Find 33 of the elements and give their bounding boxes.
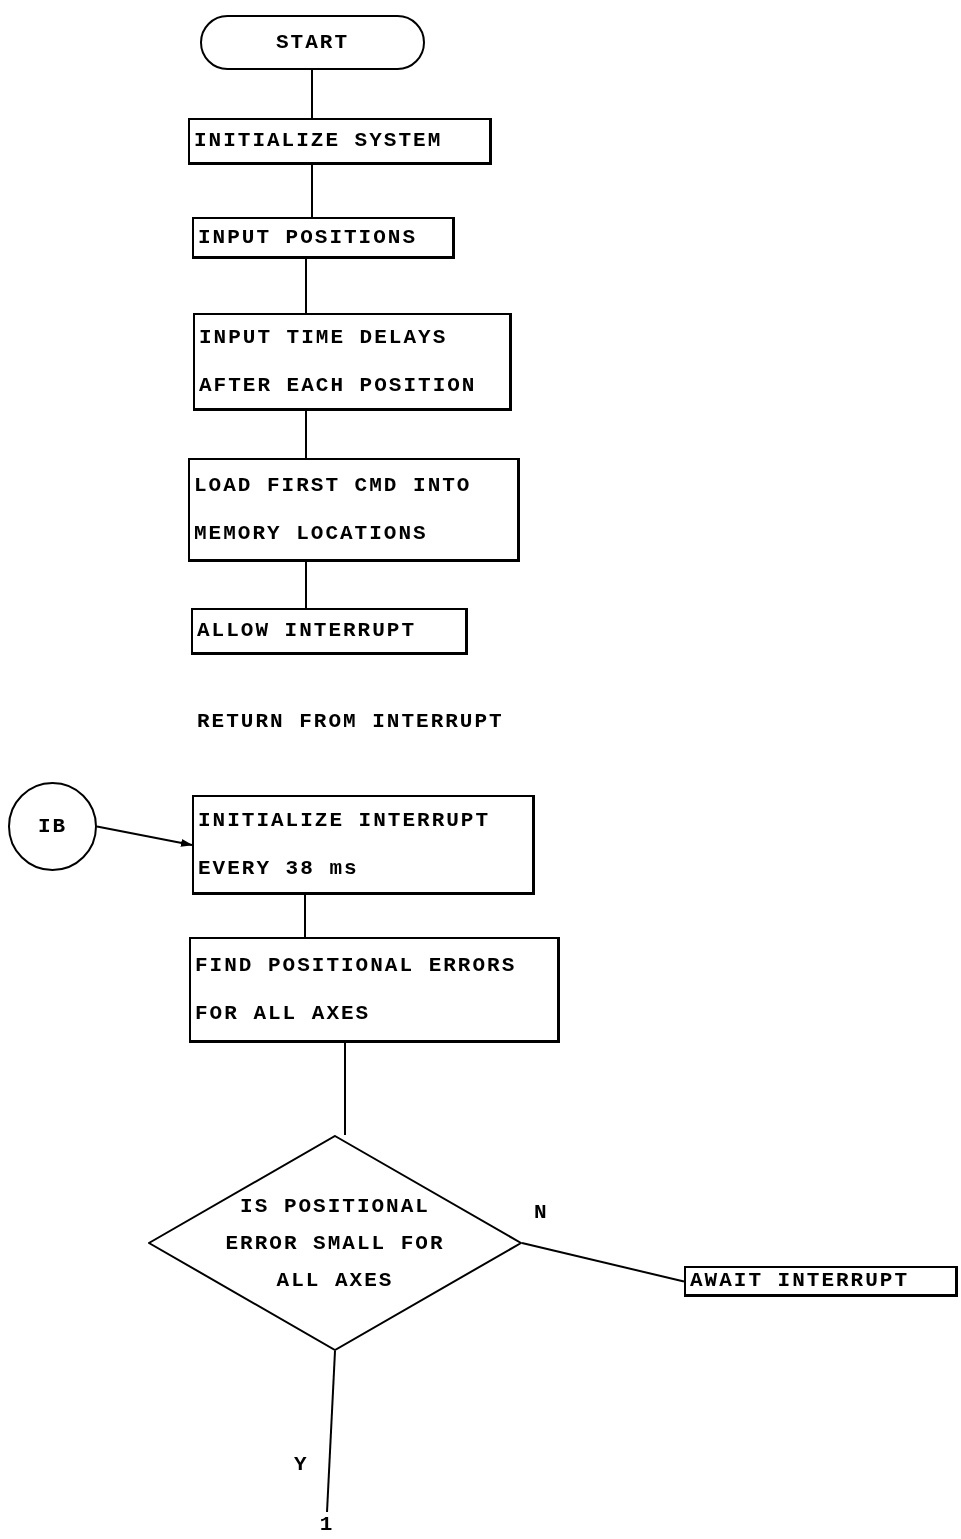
connector-line [96, 825, 193, 847]
connector-line [344, 1042, 346, 1136]
process-box [188, 118, 492, 165]
process-box [191, 608, 468, 655]
node-text: INITIALIZE SYSTEM [194, 128, 444, 154]
process-box [188, 458, 520, 562]
process-box [189, 937, 560, 1043]
process-box [192, 795, 535, 895]
node-text: LOAD FIRST CMD INTO MEMORY LOCATIONS [194, 472, 473, 547]
connector-line [305, 410, 307, 459]
node-text: ALLOW INTERRUPT [197, 618, 418, 644]
node-text: AWAIT INTERRUPT [690, 1268, 911, 1294]
connector-line [305, 258, 307, 314]
decision-diamond [148, 1135, 522, 1351]
node-text: INPUT POSITIONS [198, 224, 419, 251]
connector-line [311, 69, 313, 119]
node-text: START [276, 29, 349, 56]
connector-line [326, 1350, 336, 1513]
connector-line [521, 1242, 685, 1283]
decision-text: IS POSITIONAL ERROR SMALL FOR ALL AXES [224, 1193, 446, 1294]
connector-line [305, 561, 307, 609]
terminator-shape [200, 15, 425, 70]
process-box [684, 1266, 958, 1297]
node-text: 1 [319, 1512, 335, 1538]
connector-line [311, 164, 313, 218]
node-text: INPUT TIME DELAYS AFTER EACH POSITION [199, 324, 478, 399]
process-box [192, 217, 455, 259]
section-label: RETURN FROM INTERRUPT [197, 709, 504, 735]
process-box [193, 313, 512, 411]
node-text: INITIALIZE INTERRUPT EVERY 38 ms [198, 807, 492, 882]
connector-line [304, 894, 306, 938]
node-text: IB [37, 813, 68, 840]
node-text: FIND POSITIONAL ERRORS FOR ALL AXES [195, 952, 518, 1027]
